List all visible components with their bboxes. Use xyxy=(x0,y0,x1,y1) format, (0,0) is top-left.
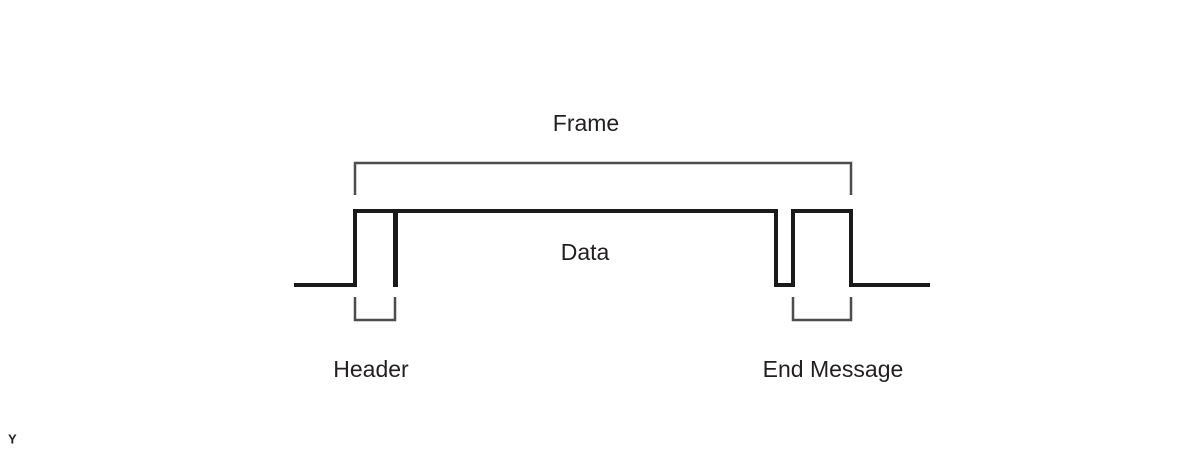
frame-bracket xyxy=(353,161,853,195)
header-bracket xyxy=(353,297,397,322)
end-message-label: End Message xyxy=(763,356,904,382)
end-message-bracket xyxy=(791,297,853,322)
frame-label: Frame xyxy=(553,110,619,136)
signal-waveform xyxy=(294,209,930,287)
data-label: Data xyxy=(561,239,610,265)
corner-glyph-y: Y xyxy=(8,431,17,446)
header-label: Header xyxy=(333,356,409,382)
